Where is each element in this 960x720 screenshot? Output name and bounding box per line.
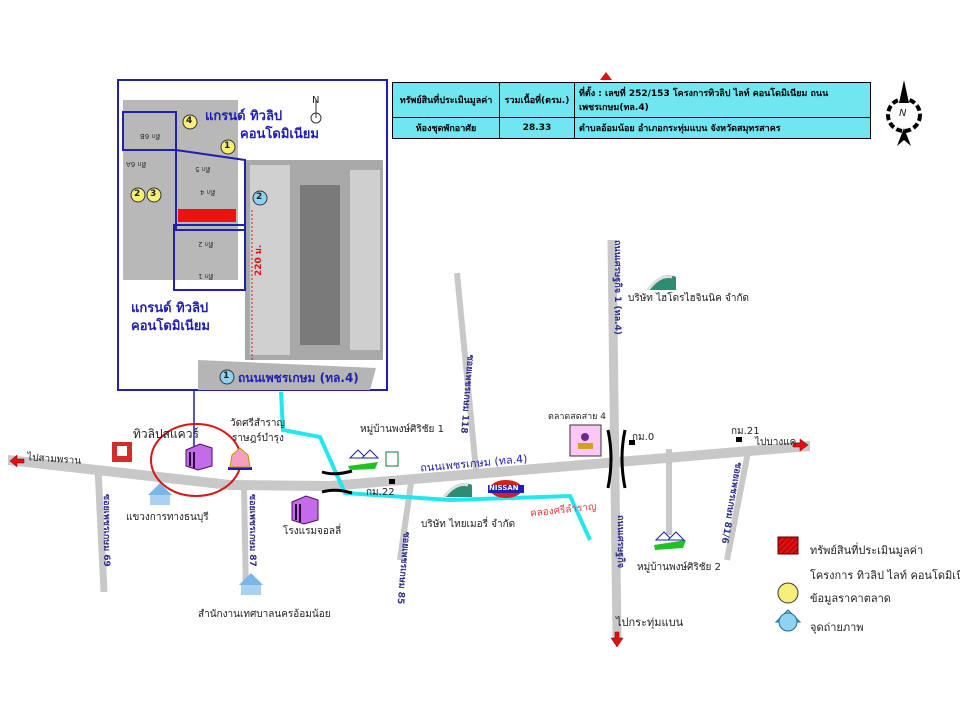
building-5: ตึก 5	[195, 165, 211, 173]
asset-type: ห้องชุดพักอาศัย	[392, 117, 500, 139]
legend-asset-swatch	[777, 536, 799, 555]
soi-69-road	[94, 467, 108, 593]
hotel-label: โรงแรมจอลลี่	[283, 526, 342, 537]
subject-unit	[178, 209, 236, 222]
photo-markers	[219, 190, 268, 385]
soi-87-label: ซอยเพชรเกษม 87	[247, 494, 257, 567]
legend-asset-label: ทรัพย์สินที่ประเมินมูลค่า	[810, 544, 924, 557]
village-icon	[654, 531, 686, 550]
arrow-left-icon	[9, 454, 25, 468]
wat-label-1: วัดศรีสำราญ	[230, 418, 286, 429]
km-marker-icon	[389, 437, 742, 484]
village-icon	[348, 449, 380, 470]
tulip-square-icon	[185, 443, 213, 471]
soi-85-road	[397, 475, 415, 561]
building-1: ตึก 1	[198, 272, 214, 280]
village1-label: หมู่บ้านพงษ์ศิริชัย 1	[360, 424, 444, 435]
canal-line	[279, 391, 592, 541]
photo-marker-2: 2	[256, 192, 263, 202]
hotel-icon	[291, 495, 319, 525]
temple-icon	[228, 447, 252, 470]
arrow-right-icon	[792, 438, 809, 452]
municipality-label: สำนักงานเทศบาลนครอ้อมน้อย	[198, 609, 331, 620]
market-marker-4: 4	[186, 116, 193, 126]
inset-map	[117, 79, 388, 391]
legend-market-marker	[777, 582, 799, 604]
house-icon	[239, 573, 263, 595]
soi-81-6-road	[724, 446, 752, 561]
road-south-label: ถนนเศรษฐกิจ	[615, 515, 625, 568]
north-compass-icon	[886, 80, 922, 146]
market-marker-1: 1	[224, 141, 231, 151]
to-krathum-baen: ไปกระทุ่มแบน	[616, 616, 684, 629]
building-6b: ตึก 6B	[140, 132, 161, 140]
red-triangle-marker	[600, 72, 612, 80]
wat-label-2: ราษฎร์บำรุง	[232, 433, 284, 444]
inset-road	[198, 360, 376, 390]
bridge-icon	[321, 469, 353, 495]
photo-marker-1: 1	[223, 371, 230, 381]
location-line-1: ที่ตั้ง : เลขที่ 252/153 โครงการทิวลิป ไ…	[574, 82, 871, 118]
distance-label: 220 ม.	[254, 244, 264, 276]
inset-north-letter: N	[312, 95, 320, 106]
market-data-markers	[130, 114, 236, 203]
market-marker-3: 3	[150, 189, 157, 199]
road-4-side	[607, 239, 622, 641]
thai-mary-label: บริษัท ไทยเมอรี่ จำกัด	[421, 519, 516, 530]
tulip-square-label: ทิวลิปสแควร์	[133, 427, 199, 441]
roads	[8, 239, 810, 641]
market-marker-2: 2	[134, 189, 141, 199]
legend-photo-label: จุดถ่ายภาพ	[810, 621, 864, 634]
soi-118-road	[454, 272, 479, 471]
village2-label: หมู่บ้านพงษ์ศิริชัย 2	[637, 562, 721, 573]
legend-market-label: ข้อมูลราคาตลาด	[810, 592, 891, 605]
nissan-logo-text: NISSAN	[489, 484, 519, 492]
area-value: 28.33	[499, 117, 575, 139]
building-4: ตึก 4	[200, 188, 216, 196]
compass-letter: N	[899, 108, 907, 119]
overpass-icon	[606, 429, 627, 489]
road-4-side-label: ถนนเศรษฐกิจ 1 (ทล.4)	[612, 240, 622, 335]
project-label-bottom-1: แกรนด์ ทิวลิป	[131, 301, 209, 316]
market-label: ตลาดสดสาย 4	[548, 412, 607, 422]
hydro-label: บริษัท ไฮโดรไฮจินนิค จำกัด	[628, 293, 750, 304]
soi-87-road	[241, 485, 249, 596]
project-label-top-2: คอนโดมิเนียม	[240, 127, 319, 142]
project-label-top-1: แกรนด์ ทิวลิป	[205, 109, 283, 124]
header-asset: ทรัพย์สินที่ประเมินมูลค่า	[392, 82, 500, 118]
header-area: รวมเนื้อที่(ตรม.)	[499, 82, 575, 118]
seven-eleven-icon	[385, 451, 399, 467]
legend-photo-marker	[774, 609, 802, 632]
location-line-2: ตำบลอ้อมน้อย อำเภอกระทุ่มแบน จังหวัดสมุท…	[574, 117, 871, 139]
soi-69-label: ซอยเพชรเกษม 69	[101, 494, 111, 567]
highway-office-label: แขวงการทางธนบุรี	[126, 512, 209, 523]
house-icon	[148, 483, 172, 505]
km21-label: กม.21	[731, 426, 760, 437]
to-bang-khae: ไปบางแค	[755, 437, 797, 448]
legend-project-label: โครงการ ทิวลิป ไลท์ คอนโดมิเนียม	[810, 569, 960, 582]
arrow-down-icon	[610, 631, 624, 648]
factory-icon	[442, 483, 472, 498]
km22-label: กม.22	[366, 487, 395, 498]
factory-icon	[646, 275, 676, 291]
property-info-table: ทรัพย์สินที่ประเมินมูลค่า รวมเนื้อที่(ตร…	[392, 82, 871, 139]
building-2: ตึก 2	[198, 240, 214, 248]
project-label-bottom-2: คอนโดมิเนียม	[131, 319, 210, 334]
main-road	[8, 441, 810, 491]
building-6a: ตึก 6A	[126, 160, 147, 168]
km0-label: กม.0	[632, 432, 655, 443]
inset-road-label: ถนนเพชรเกษม (ทล.4)	[238, 371, 359, 385]
